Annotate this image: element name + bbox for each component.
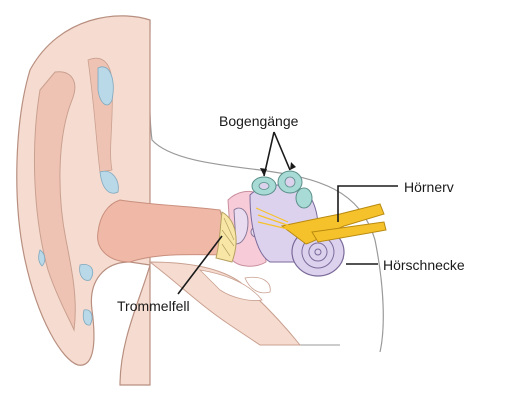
label-auditory-nerve: Hörnerv — [404, 179, 454, 195]
semicircular-canals — [251, 170, 313, 209]
label-cochlea: Hörschnecke — [383, 257, 465, 273]
leader-lines — [177, 131, 398, 295]
label-semicircular-canals: Bogengänge — [219, 113, 299, 129]
leader-auditory-nerve — [337, 185, 398, 222]
label-eardrum: Trommelfell — [117, 298, 190, 314]
ossicles — [233, 207, 249, 245]
auditory-nerve — [255, 203, 387, 245]
helix-fold — [33, 71, 76, 332]
outer-ear — [16, 15, 151, 386]
eardrum — [215, 211, 237, 263]
leader-eardrum — [177, 235, 223, 295]
leader-semicircular-canals — [263, 131, 291, 177]
